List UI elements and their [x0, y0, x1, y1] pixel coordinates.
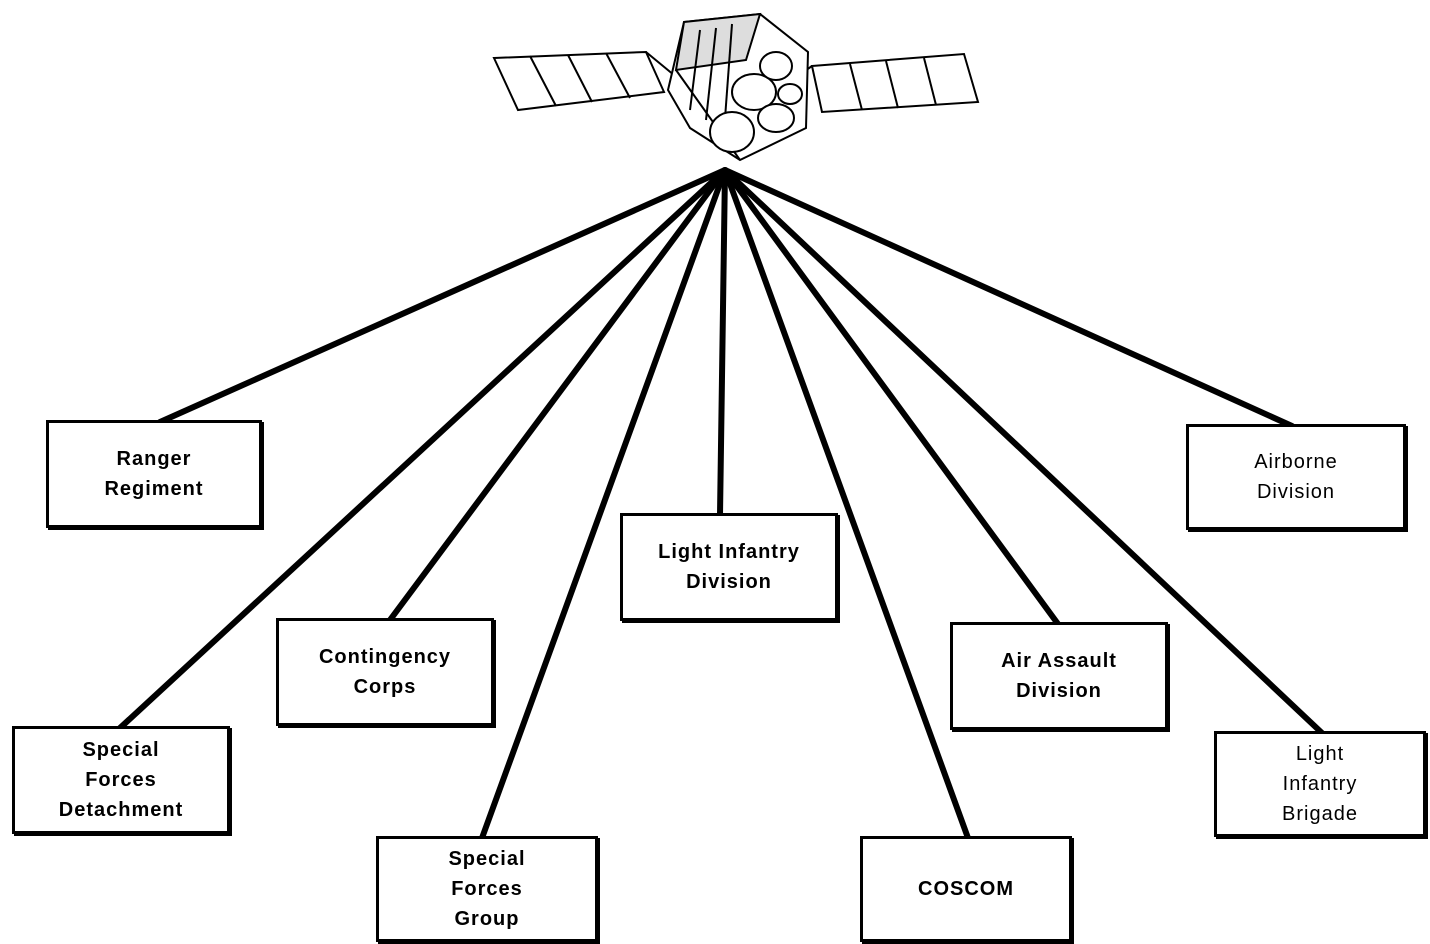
- line-air-assault-division: [722, 167, 1061, 627]
- node-special-forces-group: Special Forces Group: [376, 836, 598, 942]
- node-air-assault-division: Air Assault Division: [950, 622, 1168, 730]
- line-contingency-corps: [387, 167, 728, 623]
- node-contingency-corps: Contingency Corps: [276, 618, 494, 726]
- node-label-line: Group: [454, 908, 520, 930]
- node-label-line: Special: [448, 848, 526, 870]
- node-label-line: Division: [686, 571, 772, 593]
- node-airborne-division: Airborne Division: [1186, 424, 1406, 530]
- node-label-line: Forces: [85, 769, 157, 791]
- node-label-line: Airborne: [1254, 451, 1338, 473]
- node-label-line: Division: [1256, 481, 1336, 503]
- line-light-infantry-brigade: [722, 167, 1325, 736]
- line-special-forces-group: [479, 167, 728, 841]
- node-label-line: Division: [1016, 680, 1102, 702]
- line-light-infantry-division: [717, 167, 728, 518]
- line-special-forces-detachment: [117, 167, 728, 731]
- node-ranger-regiment: Ranger Regiment: [46, 420, 262, 528]
- node-special-forces-detachment: Special Forces Detachment: [12, 726, 230, 834]
- connection-lines: [117, 167, 1325, 841]
- node-label-line: Contingency: [318, 646, 452, 668]
- node-light-infantry-division: Light Infantry Division: [620, 513, 838, 621]
- node-label-line: Detachment: [58, 799, 184, 821]
- node-label-line: Brigade: [1282, 803, 1358, 825]
- node-label-line: Ranger: [116, 448, 192, 470]
- node-label-line: Light: [1295, 743, 1345, 765]
- line-airborne-division: [722, 167, 1295, 429]
- line-coscom: [722, 167, 971, 841]
- node-label-line: Corps: [353, 676, 417, 698]
- node-label-line: Infantry: [1282, 773, 1358, 795]
- node-label-line: Regiment: [104, 478, 204, 500]
- satellite-icon: [492, 12, 980, 162]
- node-label-line: Air Assault: [1001, 650, 1117, 672]
- node-label-line: Forces: [451, 878, 523, 900]
- node-label-line: COSCOM: [918, 878, 1014, 900]
- line-ranger-regiment: [157, 167, 728, 425]
- node-label-line: Special: [82, 739, 160, 761]
- node-light-infantry-brigade: Light Infantry Brigade: [1214, 731, 1426, 837]
- node-coscom: COSCOM: [860, 836, 1072, 942]
- node-label-line: Light Infantry: [658, 541, 800, 563]
